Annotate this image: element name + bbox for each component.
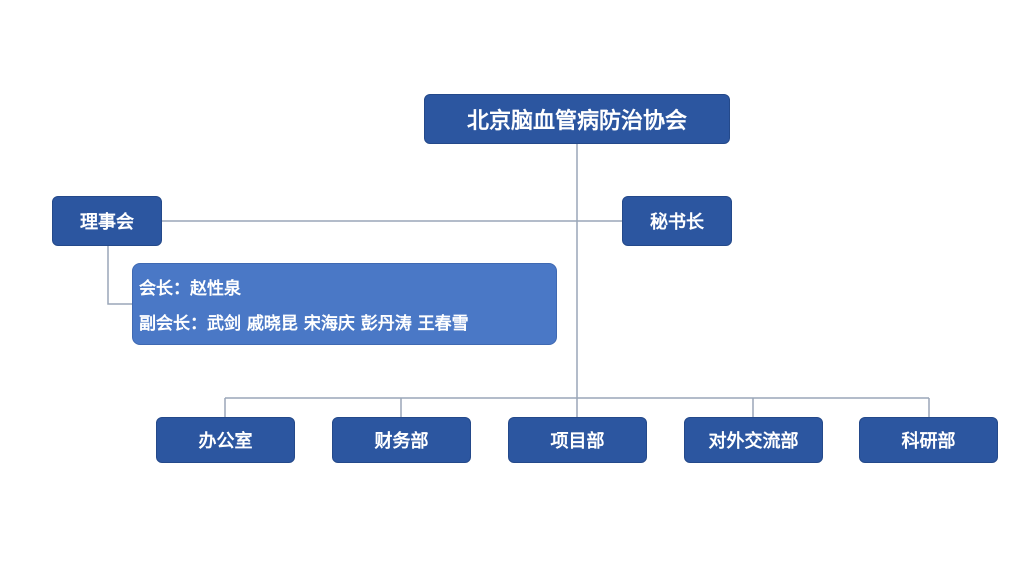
secretary-label: 秘书长 <box>650 212 704 233</box>
department-node-research: 科研部 <box>859 417 998 463</box>
department-node-project: 项目部 <box>508 417 647 463</box>
president-line: 会长：赵性泉 <box>139 279 241 299</box>
department-node-exchange: 对外交流部 <box>684 417 823 463</box>
org-root-label: 北京脑血管病防治协会 <box>466 109 687 134</box>
secretary-node: 秘书长 <box>622 196 732 246</box>
vice-presidents-line: 副会长：武剑 戚晓昆 宋海庆 彭丹涛 王春雪 <box>139 314 469 334</box>
department-label: 办公室 <box>198 431 253 452</box>
board-label: 理事会 <box>80 212 134 233</box>
board-node: 理事会 <box>52 196 162 246</box>
org-root-node: 北京脑血管病防治协会 <box>424 94 730 144</box>
department-label: 科研部 <box>901 431 956 452</box>
department-label: 项目部 <box>550 431 605 452</box>
leadership-node: 会长：赵性泉 副会长：武剑 戚晓昆 宋海庆 彭丹涛 王春雪 <box>132 263 557 345</box>
connector-board-to-leaders <box>107 246 132 305</box>
department-node-office: 办公室 <box>156 417 295 463</box>
department-label: 财务部 <box>374 431 429 452</box>
department-node-finance: 财务部 <box>332 417 471 463</box>
department-label: 对外交流部 <box>708 431 799 452</box>
